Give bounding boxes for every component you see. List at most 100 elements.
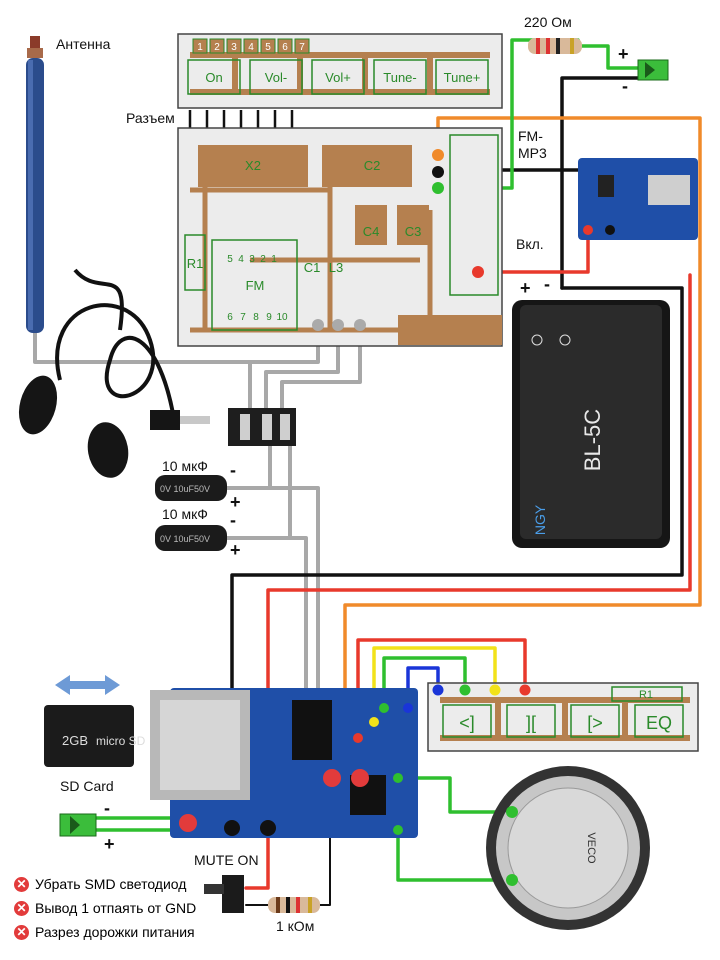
- mp3-buttons-board: R1<]][[>EQ: [427, 682, 699, 752]
- capacitor-2-label: 10 мкФ: [162, 506, 208, 522]
- resistor-220: [528, 38, 582, 54]
- mp3-button-label: <]: [459, 713, 475, 733]
- mp3-button-outline: [506, 704, 556, 738]
- fm-part-label: C2: [364, 158, 381, 173]
- fm-pin-number: 7: [240, 312, 246, 323]
- svg-text:VECO: VECO: [585, 832, 597, 864]
- wire-audio-gray-5: [288, 443, 308, 732]
- wire-orange: [343, 116, 702, 777]
- pin-number: 3: [231, 42, 237, 53]
- resistor-1k: [268, 897, 320, 913]
- fm-pin-number: 5: [227, 254, 233, 265]
- wire-black-led: [560, 76, 647, 290]
- cap1-minus: -: [230, 460, 236, 480]
- wire-red-mute: [244, 826, 270, 890]
- charger-module: [578, 158, 698, 240]
- led-top-minus: -: [622, 76, 628, 96]
- fm-pin-number: 3: [249, 254, 255, 265]
- mp3-button-outline: [442, 704, 492, 738]
- legend-item-cut-trace: ✕ Разрез дорожки питания: [14, 922, 195, 942]
- audio-jack: [228, 408, 296, 446]
- legend-item-pin1: ✕ Вывод 1 отпаять от GND: [14, 898, 196, 918]
- red-x-icon: ✕: [14, 900, 29, 916]
- resistor-220-label: 220 Ом: [524, 14, 572, 30]
- fm-part-label: C1: [304, 260, 321, 275]
- mp3-button-label: [>: [587, 713, 603, 733]
- pin-pad: [294, 38, 310, 54]
- fm-pin-number: 9: [266, 312, 272, 323]
- wire-green-sp2: [396, 828, 514, 882]
- resistor-1k-label: 1 кОм: [276, 918, 315, 934]
- button-outline: [187, 59, 241, 95]
- svg-text:BL-5C: BL-5C: [580, 409, 605, 471]
- fm-pin-number: 6: [227, 312, 233, 323]
- headphones: [18, 268, 210, 478]
- svg-text:0V 10uF50V: 0V 10uF50V: [160, 534, 210, 544]
- fm-part-label: R1: [187, 256, 204, 271]
- button-label: Vol+: [325, 70, 351, 85]
- led-sd: [59, 813, 97, 837]
- capacitor-1: 0V 10uF50V: [155, 475, 227, 501]
- fm-part-label: C4: [363, 224, 380, 239]
- legend-text: Разрез дорожки питания: [35, 924, 195, 940]
- cap2-plus: +: [230, 540, 241, 560]
- pin-number: 7: [299, 42, 305, 53]
- fm-mp3-label-line1: FM-: [518, 128, 543, 144]
- pin-number: 6: [282, 42, 288, 53]
- wire-green-sp1: [396, 776, 514, 814]
- svg-text:micro SD: micro SD: [96, 734, 146, 748]
- button-label: On: [205, 70, 222, 85]
- sd-card: 2GB micro SD: [44, 705, 146, 767]
- led-sd-minus: -: [104, 798, 110, 818]
- legend-text: Убрать SMD светодиод: [35, 876, 187, 892]
- wire-green-btn: [382, 656, 467, 710]
- wire-black-batt: [230, 286, 684, 830]
- double-arrow-icon: [55, 675, 120, 695]
- red-x-icon: ✕: [14, 876, 29, 892]
- fm-part-label: L3: [329, 260, 343, 275]
- button-outline: [373, 59, 427, 95]
- legend-text: Вывод 1 отпаять от GND: [35, 900, 197, 916]
- mp3-button-outline: [570, 704, 620, 738]
- fm-pin-number: 8: [253, 312, 259, 323]
- button-label: Tune-: [383, 70, 416, 85]
- fm-pin-number: 2: [260, 254, 266, 265]
- button-outline: [249, 59, 303, 95]
- wire-audio-gray-2: [264, 323, 340, 442]
- mp3-button-label: ][: [526, 713, 536, 733]
- button-outline: [435, 59, 489, 95]
- pin-pad: [260, 38, 276, 54]
- cap1-plus: +: [230, 492, 241, 512]
- fm-part-label: X2: [245, 158, 261, 173]
- fm-mp3-label-line2: MP3: [518, 145, 547, 161]
- pin-pad: [192, 38, 208, 54]
- led-sd-plus: +: [104, 834, 115, 854]
- button-label: Vol-: [265, 70, 287, 85]
- red-x-icon: ✕: [14, 924, 29, 940]
- pin-number: 1: [197, 42, 203, 53]
- sd-card-label: SD Card: [60, 778, 114, 794]
- capacitor-2: 0V 10uF50V: [155, 525, 227, 551]
- pin-pad: [277, 38, 293, 54]
- pin-pad: [226, 38, 242, 54]
- mp3-button-outline: [634, 704, 684, 738]
- led-top: [637, 59, 669, 81]
- connector-label: Разъем: [126, 110, 175, 126]
- mp3-module: [150, 688, 418, 838]
- wire-yellow: [372, 646, 497, 702]
- battery-plus: +: [520, 278, 531, 298]
- pin-number: 4: [248, 42, 254, 53]
- svg-text:NGY: NGY: [532, 504, 548, 535]
- button-label: Tune+: [444, 70, 481, 85]
- cap2-minus: -: [230, 510, 236, 530]
- led-top-plus: +: [618, 44, 629, 64]
- button-outline: [311, 59, 365, 95]
- fm-pin-number: 4: [238, 254, 244, 265]
- pin-number: 2: [214, 42, 220, 53]
- pin-pad: [209, 38, 225, 54]
- battery: BL-5C NGY: [512, 300, 670, 548]
- fm-part-label: FM: [246, 278, 265, 293]
- capacitor-1-label: 10 мкФ: [162, 458, 208, 474]
